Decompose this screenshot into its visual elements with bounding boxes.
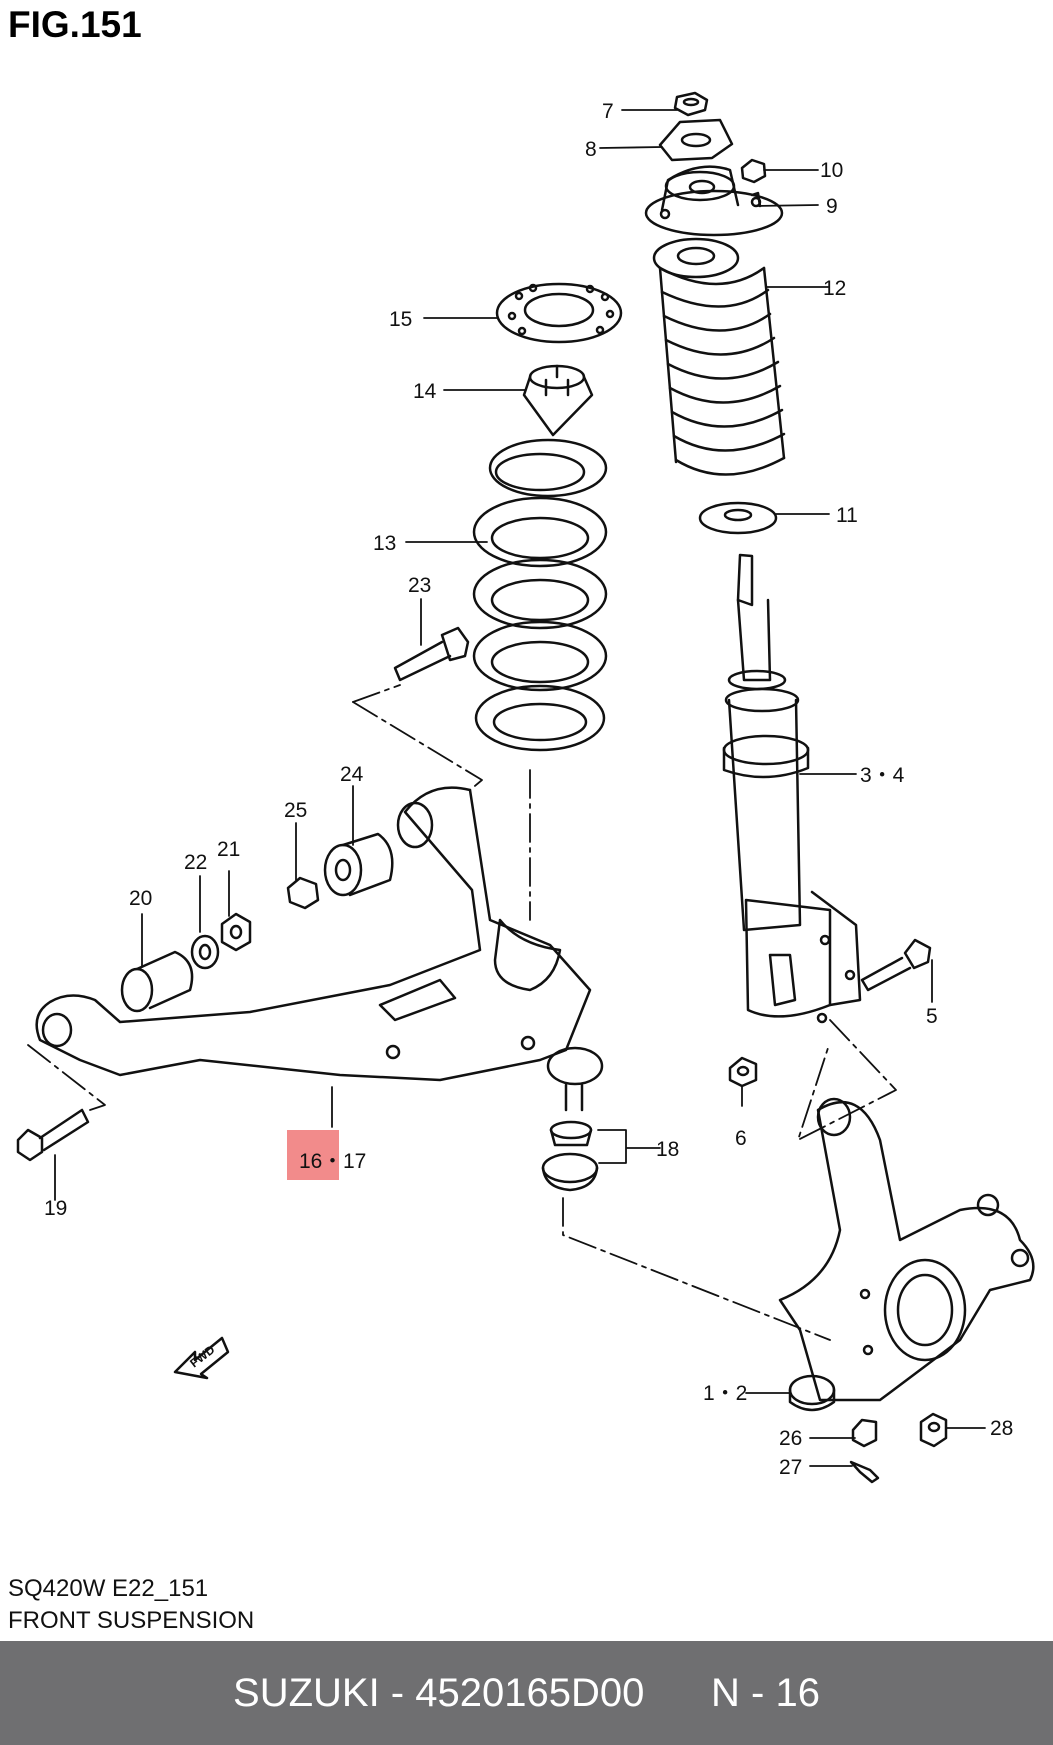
bushing-20 <box>120 950 194 1013</box>
callout-25: 25 <box>284 799 307 822</box>
bump-stopper-14 <box>522 364 594 437</box>
assembly-lines <box>27 684 897 1341</box>
callout-23: 23 <box>408 574 431 597</box>
callout-10: 10 <box>820 159 843 182</box>
figure-name: FRONT SUSPENSION <box>8 1607 255 1634</box>
callout-27: 27 <box>779 1456 802 1479</box>
nut-7 <box>673 91 709 117</box>
callout-15: 15 <box>389 308 412 331</box>
callout-8: 8 <box>585 138 597 161</box>
callout-28: 28 <box>990 1417 1013 1440</box>
callout-24: 24 <box>340 763 364 786</box>
washer-22 <box>190 934 220 970</box>
bolt-5 <box>860 938 932 992</box>
callout-20: 20 <box>129 887 152 910</box>
callout-11: 11 <box>836 504 858 527</box>
callout-1-2: 1・2 <box>703 1382 747 1405</box>
bushing-24 <box>323 832 394 897</box>
nut-25 <box>286 876 320 910</box>
leader-lines <box>54 109 986 1467</box>
coil-spring-13 <box>472 438 608 752</box>
forward-direction-arrow: FWD <box>173 1336 230 1380</box>
callout-17: ・17 <box>322 1150 366 1173</box>
figure-title: FIG.151 <box>8 4 142 45</box>
nut-10 <box>740 158 767 184</box>
footer-part-number: SUZUKI - 4520165D00 <box>233 1670 645 1715</box>
nut-28 <box>919 1412 948 1448</box>
callout-21: 21 <box>217 838 240 861</box>
nut-21 <box>220 912 252 952</box>
bump-stop-boot-12 <box>652 237 786 476</box>
callout-12: 12 <box>823 277 846 300</box>
callout-6: 6 <box>735 1127 747 1150</box>
callout-13: 13 <box>373 532 396 555</box>
callout-7: 7 <box>602 100 614 123</box>
callout-labels: 7 8 10 9 12 15 14 11 13 23 24 3・4 25 22 … <box>44 100 1013 1479</box>
strut-assembly-3-4 <box>722 553 862 1024</box>
footer-spacer <box>644 1671 711 1716</box>
footer-bar: SUZUKI - 4520165D00 N - 16 <box>0 1641 1053 1745</box>
footer-page-ref: N - 16 <box>711 1670 820 1715</box>
ball-joint-18 <box>541 1046 604 1192</box>
cotter-pin-27 <box>849 1460 880 1484</box>
callout-16: 16 <box>299 1150 322 1173</box>
bolt-23 <box>393 626 470 682</box>
callout-9: 9 <box>826 195 838 218</box>
callout-5: 5 <box>926 1005 938 1028</box>
callout-26: 26 <box>779 1427 802 1450</box>
spring-seat-15 <box>495 282 623 344</box>
nut-6 <box>728 1056 758 1088</box>
callout-3-4: 3・4 <box>860 764 905 787</box>
callout-22: 22 <box>184 851 207 874</box>
bushing-1-2 <box>788 1374 836 1412</box>
steering-knuckle <box>778 1097 1035 1402</box>
callout-14: 14 <box>413 380 437 403</box>
callout-19: 19 <box>44 1197 67 1220</box>
callout-16-highlight <box>287 1130 339 1180</box>
washer-8 <box>658 118 734 162</box>
lower-control-arm-16-17 <box>35 786 592 1082</box>
insulator-11 <box>698 501 778 535</box>
exploded-parts-diagram: FWD 7 8 <box>16 91 1035 1484</box>
callout-18: 18 <box>656 1138 679 1161</box>
nut-26 <box>851 1418 878 1448</box>
figure-code: SQ420W E22_151 <box>8 1575 209 1602</box>
bolt-19 <box>16 1108 90 1162</box>
